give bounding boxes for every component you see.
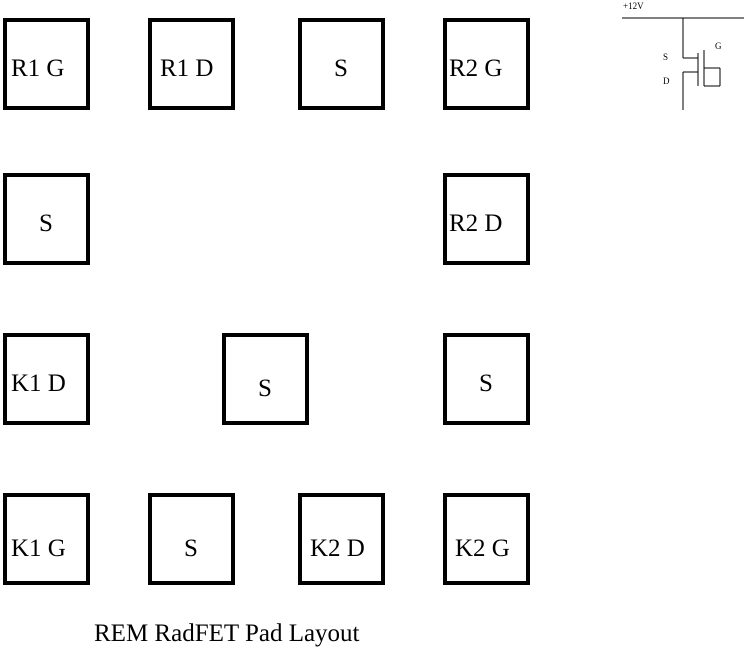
pad-label: R2 G	[449, 55, 503, 82]
pad-r2-drain: R2 D	[443, 173, 530, 265]
pad-source-center: S	[222, 333, 309, 425]
pad-label: S	[479, 370, 493, 397]
pad-label: S	[334, 55, 348, 82]
pad-label: K1 D	[11, 370, 66, 397]
pad-r2-gate: R2 G	[443, 18, 530, 110]
drain-terminal-label: D	[663, 76, 670, 86]
pad-source-bottom: S	[148, 493, 235, 585]
pad-label: S	[39, 210, 53, 237]
pad-source-left: S	[3, 173, 90, 265]
diagram-caption: REM RadFET Pad Layout	[94, 620, 360, 647]
pad-k2-drain: K2 D	[298, 493, 385, 585]
pad-k1-drain: K1 D	[3, 333, 90, 425]
pad-label: K2 G	[455, 535, 510, 562]
pad-source-right: S	[443, 333, 530, 425]
source-terminal-label: S	[663, 52, 668, 62]
pad-label: R2 D	[449, 210, 503, 237]
pad-k1-gate: K1 G	[3, 493, 90, 585]
pad-label: S	[258, 375, 272, 402]
pad-label: R1 G	[11, 55, 65, 82]
pad-label: K1 G	[11, 535, 66, 562]
pad-label: K2 D	[310, 535, 365, 562]
pad-label: S	[184, 535, 198, 562]
pad-r1-drain: R1 D	[148, 18, 235, 110]
pad-source-top: S	[298, 18, 385, 110]
supply-label: +12V	[623, 1, 644, 11]
pad-k2-gate: K2 G	[443, 493, 530, 585]
pad-r1-gate: R1 G	[3, 18, 90, 110]
gate-terminal-label: G	[715, 41, 722, 51]
pad-label: R1 D	[160, 55, 214, 82]
